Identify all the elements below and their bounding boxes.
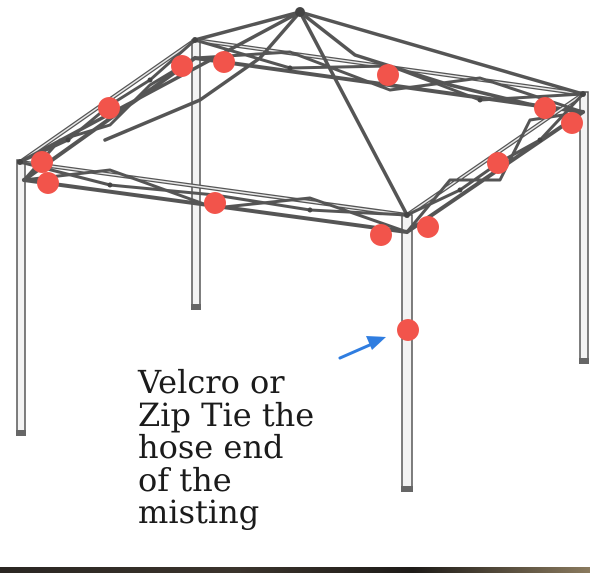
leg-foot bbox=[401, 486, 413, 492]
back-right-leg bbox=[579, 91, 589, 363]
leg-foot bbox=[191, 304, 201, 310]
leg-foot bbox=[16, 430, 26, 436]
back-left-leg bbox=[191, 39, 201, 309]
red-circle-marker bbox=[98, 97, 120, 119]
caption-line: misting bbox=[138, 493, 260, 531]
red-circle-marker bbox=[377, 64, 399, 86]
leg-foot bbox=[579, 358, 589, 364]
red-circle-marker bbox=[397, 319, 419, 341]
roof-truss bbox=[17, 7, 586, 234]
red-circle-marker bbox=[534, 97, 556, 119]
red-circle-marker bbox=[487, 152, 509, 174]
roof-hub bbox=[295, 7, 305, 17]
caption-line: of the bbox=[138, 460, 232, 499]
caption-line: hose end bbox=[138, 428, 284, 466]
red-circle-marker bbox=[171, 55, 193, 77]
red-circle-marker bbox=[204, 192, 226, 214]
bottom-edge-strip bbox=[0, 567, 590, 573]
red-circle-marker bbox=[213, 51, 235, 73]
red-circle-marker bbox=[37, 172, 59, 194]
blue-arrow-icon bbox=[338, 336, 386, 360]
caption-text: Velcro or Zip Tie the hose end of the mi… bbox=[138, 366, 368, 529]
red-circle-marker bbox=[31, 151, 53, 173]
front-right-leg bbox=[401, 214, 413, 491]
caption-line: Velcro or bbox=[138, 363, 285, 401]
red-circle-marker bbox=[370, 224, 392, 246]
red-circle-marker bbox=[417, 216, 439, 238]
attachment-markers bbox=[31, 51, 583, 341]
front-left-leg bbox=[16, 159, 26, 436]
red-circle-marker bbox=[561, 112, 583, 134]
caption-line: Zip Tie the bbox=[138, 395, 315, 434]
